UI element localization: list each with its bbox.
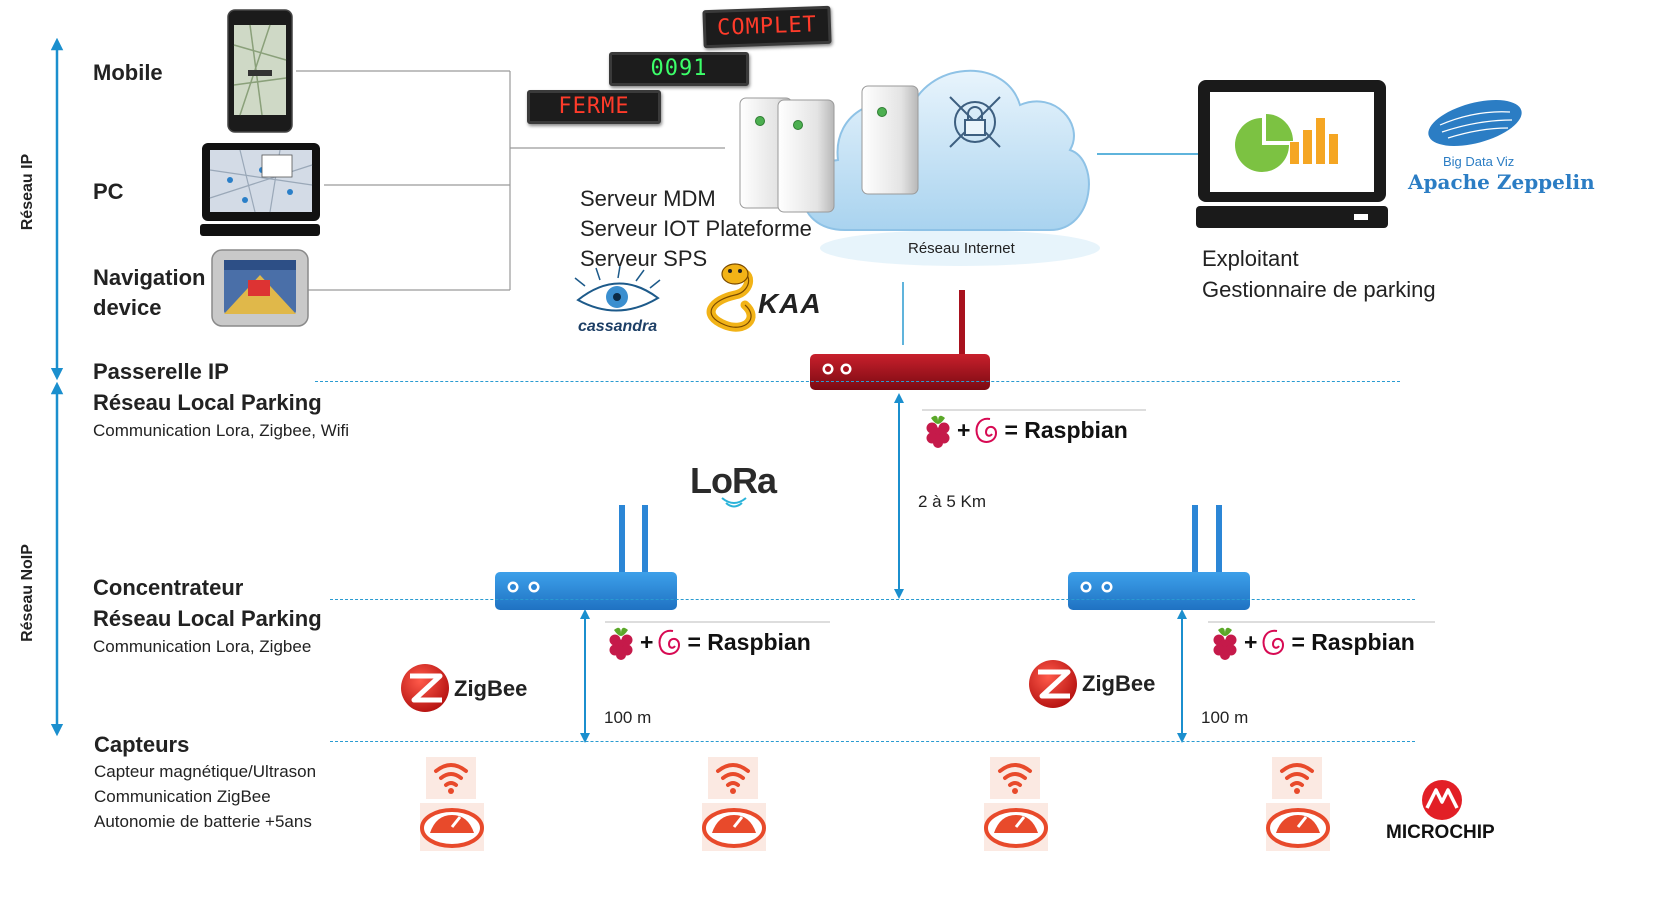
sensor-line1: Capteur magnétique/Ultrason: [94, 762, 317, 781]
navigation-device-icon: [211, 249, 309, 327]
concentrator-subtitle: Communication Lora, Zigbee: [93, 637, 312, 656]
device-label-pc: PC: [93, 179, 124, 204]
level-line-gateway: [315, 381, 1400, 382]
zigbee-logo-text-left: ZigBee: [454, 676, 528, 701]
secure-lock-icon: [949, 96, 1001, 148]
device-label-navigation-line2: device: [93, 295, 162, 320]
wireless-sensor-icon: [702, 757, 766, 851]
zigbee-logo-left-icon: [401, 664, 449, 712]
level-line-concentrator: [330, 599, 1415, 600]
server-label-mdm: Serveur MDM: [580, 186, 716, 211]
operator-laptop-icon: [1196, 80, 1388, 228]
distance-label-left: 100 m: [604, 708, 652, 727]
server-rack-icon: [739, 85, 919, 213]
gateway-title-line1: Passerelle IP: [93, 359, 229, 384]
device-connectors: [296, 70, 725, 291]
parking-sensor-2: [698, 755, 772, 855]
lora-signal-icon: [721, 497, 747, 508]
pc-laptop-icon: [200, 143, 320, 236]
wireless-sensor-icon: [420, 757, 484, 851]
raspbian-label-concentrator-left: + = Raspbian: [604, 624, 811, 660]
led-sign-counter: 0091: [609, 52, 749, 86]
raspbian-label-gateway: + = Raspbian: [921, 412, 1128, 448]
microchip-logo-text: MICROCHIP: [1386, 822, 1495, 843]
level-line-sensors: [330, 741, 1415, 742]
lora-logo-text: LoRa: [690, 460, 777, 501]
sensor-line2: Communication ZigBee: [94, 787, 271, 806]
raspberry-pi-icon: [609, 627, 633, 660]
zeppelin-subtitle: Big Data Viz: [1443, 154, 1515, 169]
raspbian-text: = Raspbian: [1004, 416, 1128, 443]
device-label-navigation: Navigation device: [93, 263, 205, 323]
sensor-labels: Capteurs Capteur magnétique/Ultrason Com…: [94, 731, 316, 834]
debian-swirl-icon: [658, 629, 681, 655]
concentrator-title-line2: Réseau Local Parking: [93, 606, 322, 631]
sensor-line3: Autonomie de batterie +5ans: [94, 812, 312, 831]
cassandra-eye-icon: [574, 265, 661, 312]
gateway-labels: Passerelle IP Réseau Local Parking Commu…: [93, 356, 349, 444]
wireless-sensor-icon: [1266, 757, 1330, 851]
raspberry-pi-icon: [1213, 627, 1237, 660]
debian-swirl-icon: [975, 417, 998, 443]
cassandra-logo-text: cassandra: [578, 318, 658, 335]
side-label-noip-network: Réseau NoIP: [19, 544, 36, 642]
raspberry-pi-icon: [926, 415, 950, 448]
sensor-title: Capteurs: [94, 732, 190, 757]
server-labels: Serveur MDM Serveur IOT Plateforme Serve…: [580, 184, 812, 274]
parking-sensor-1: [416, 755, 490, 855]
cloud-label: Réseau Internet: [908, 240, 1015, 257]
zeppelin-logo-icon: [1428, 100, 1522, 146]
device-label-mobile: Mobile: [93, 60, 163, 85]
zigbee-logo-text-right: ZigBee: [1082, 671, 1156, 696]
led-sign-ferme: FERME: [527, 90, 661, 124]
internet-cloud-icon: [801, 70, 1100, 266]
operator-label-line1: Exploitant: [1202, 246, 1299, 271]
concentrator-router-left-icon: [495, 505, 677, 610]
kaa-snake-icon: [706, 263, 756, 332]
concentrator-title-line1: Concentrateur: [93, 575, 244, 600]
kaa-logo-text: KAA: [758, 288, 822, 319]
server-label-sps: Serveur SPS: [580, 246, 708, 271]
led-sign-complet: COMPLET: [702, 5, 832, 49]
zigbee-logo-right-icon: [1029, 660, 1077, 708]
device-label-navigation-line1: Navigation: [93, 265, 206, 290]
raspbian-text: = Raspbian: [687, 628, 811, 655]
parking-sensor-3: [980, 755, 1054, 855]
concentrator-router-right-icon: [1068, 505, 1250, 610]
side-label-ip-network: Réseau IP: [19, 153, 36, 231]
operator-labels: Exploitant Gestionnaire de parking: [1202, 243, 1436, 305]
analytics-chart-icon: [1235, 114, 1338, 172]
distance-label-long: 2 à 5 Km: [918, 492, 987, 511]
gateway-subtitle: Communication Lora, Zigbee, Wifi: [93, 421, 350, 440]
ip-gateway-router-icon: [810, 290, 990, 390]
gateway-title-line2: Réseau Local Parking: [93, 390, 322, 415]
concentrator-labels: Concentrateur Réseau Local Parking Commu…: [93, 572, 322, 660]
mobile-phone-icon: [227, 9, 293, 133]
distance-label-right: 100 m: [1201, 708, 1249, 727]
raspbian-label-concentrator-right: + = Raspbian: [1208, 624, 1415, 660]
operator-label-line2: Gestionnaire de parking: [1202, 277, 1436, 302]
wireless-sensor-icon: [984, 757, 1048, 851]
zeppelin-title: Apache Zeppelin: [1408, 170, 1595, 194]
microchip-logo-icon: [1422, 780, 1462, 820]
raspbian-text: = Raspbian: [1291, 628, 1415, 655]
server-label-iot: Serveur IOT Plateforme: [580, 216, 812, 241]
parking-sensor-4: [1262, 755, 1336, 855]
debian-swirl-icon: [1262, 629, 1285, 655]
